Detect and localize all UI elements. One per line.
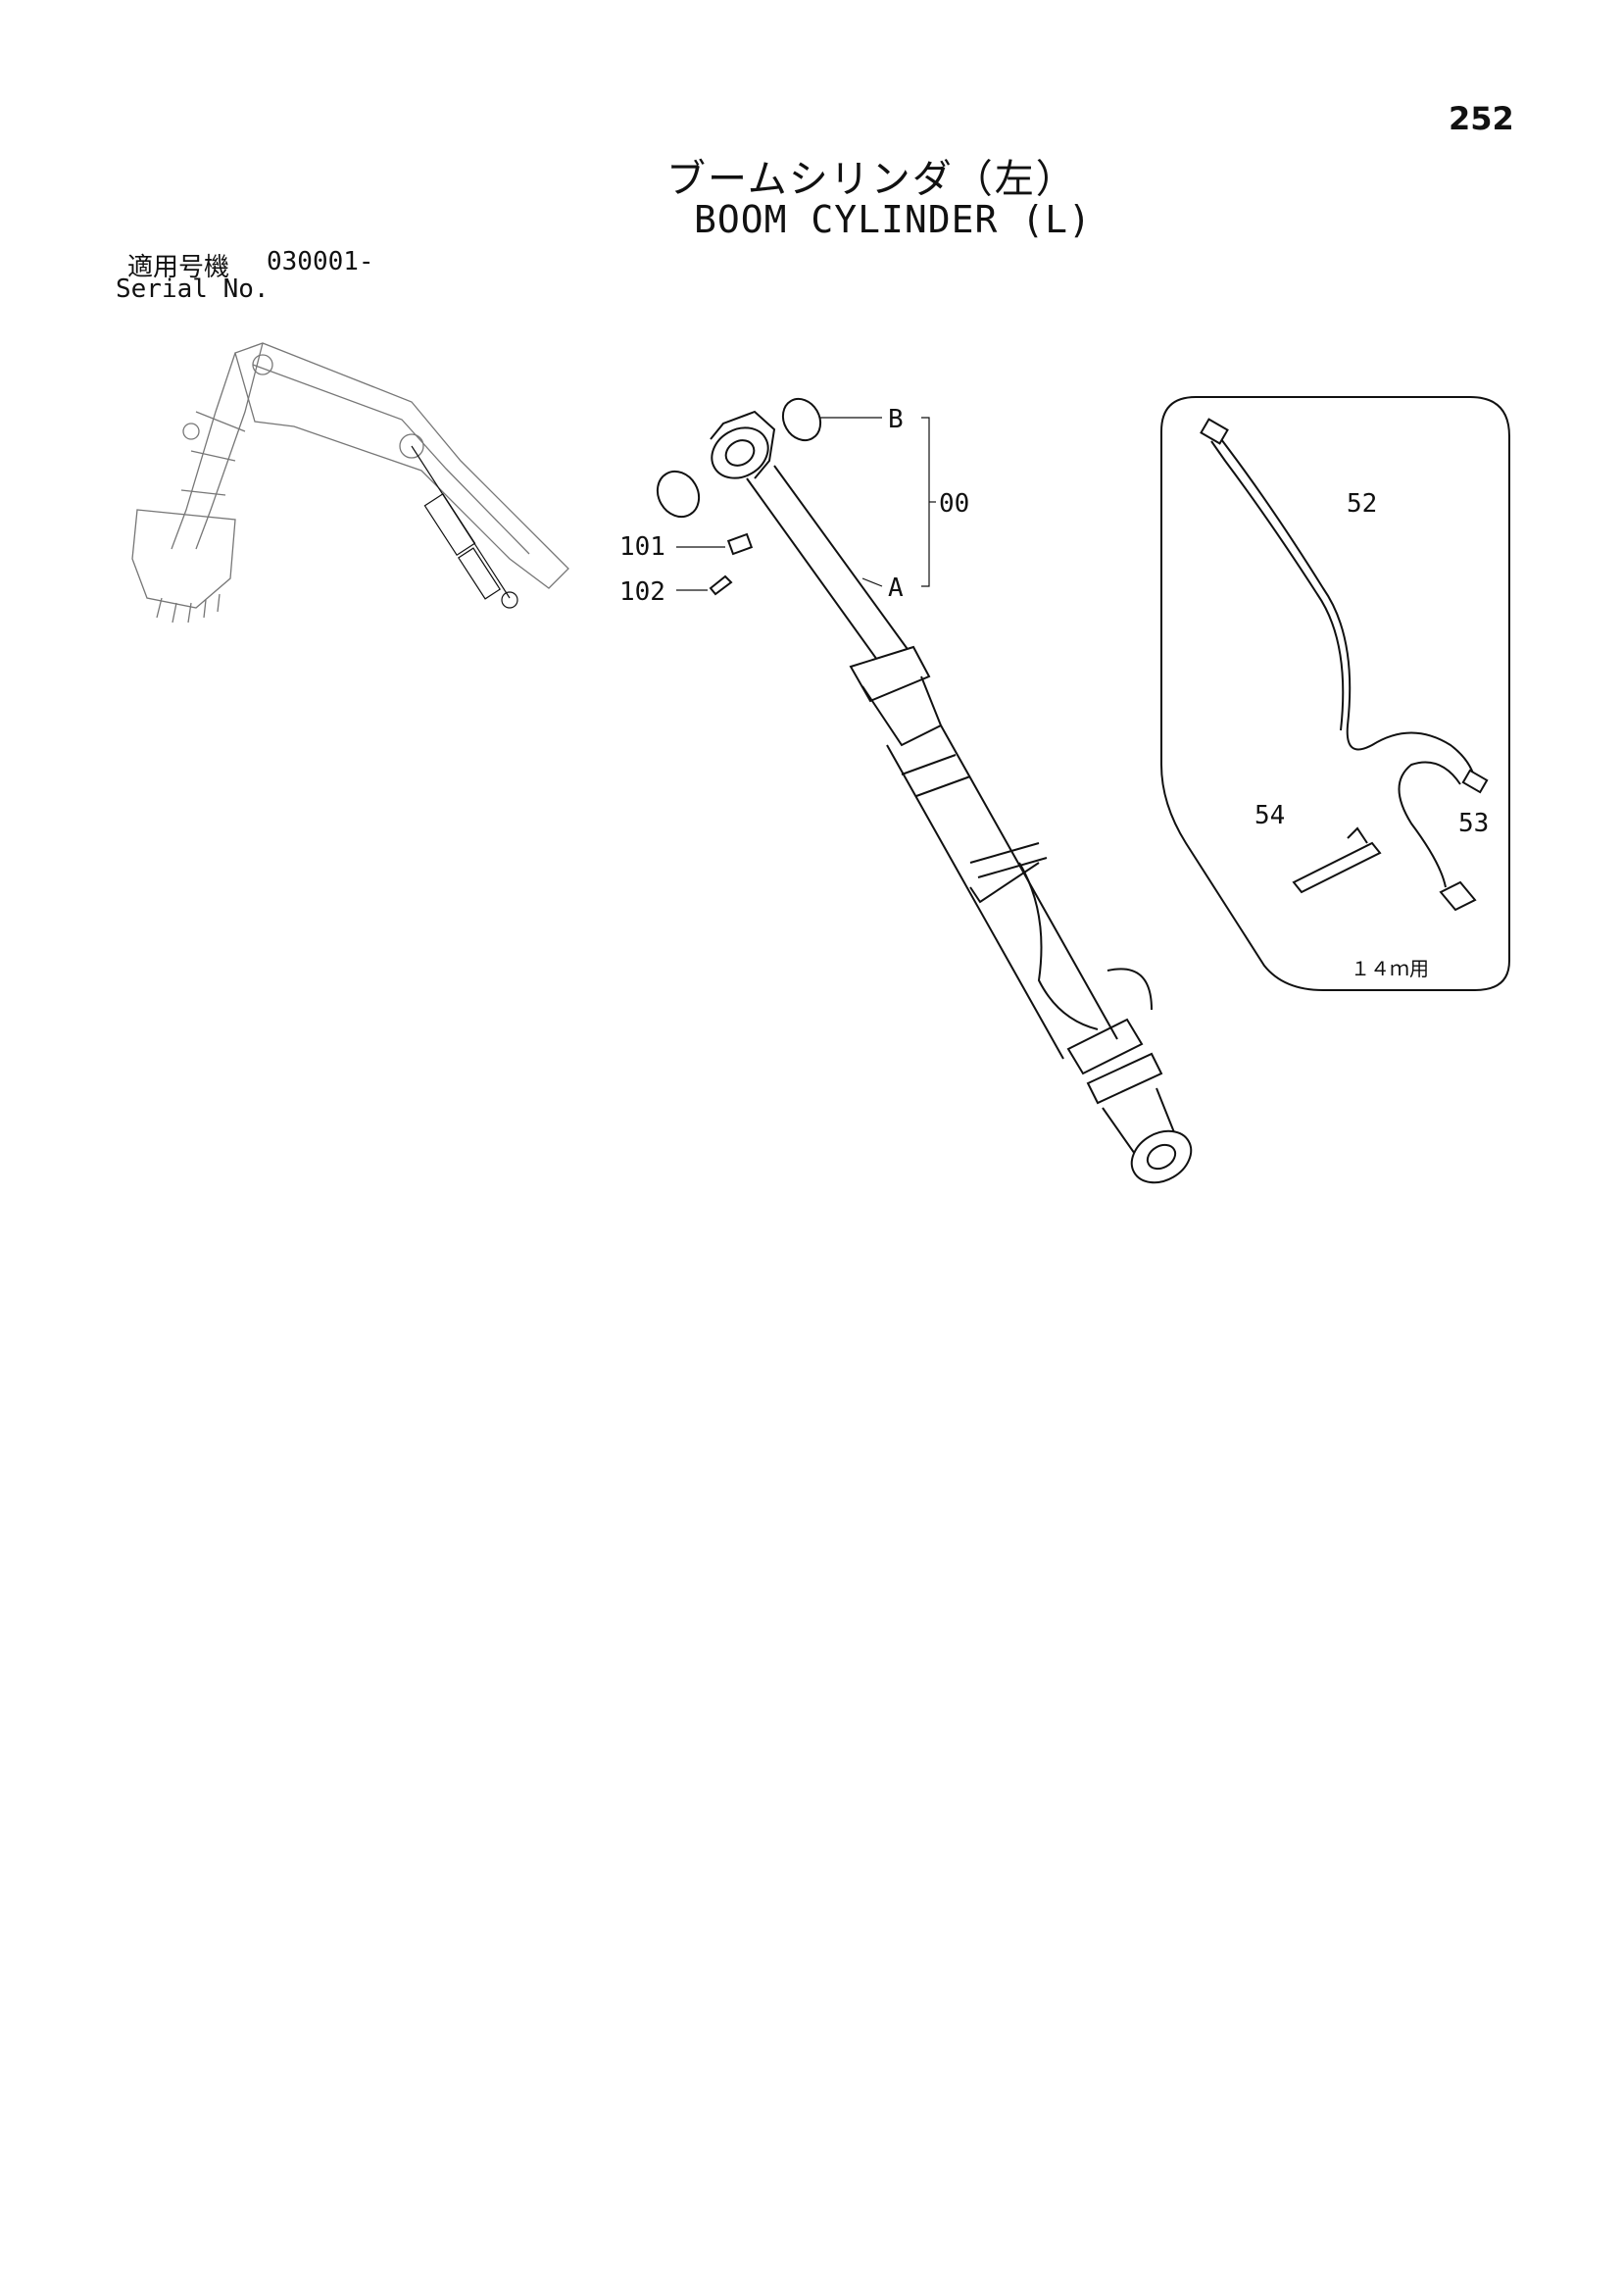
page-number: 252 [1449,100,1514,137]
callout-leaders [676,417,936,591]
serial-range: 030001- [267,247,374,276]
inset-note-14m: １４ｍ用 [1351,957,1429,980]
callout-assembly: 00 [939,489,969,519]
serial-label-en: Serial No. [116,275,270,304]
callout-101: 101 [619,532,665,562]
page-title-en: BOOM CYLINDER (L) [694,198,1092,241]
inset-14m-piping [1160,396,1510,991]
boom-cylinder-assembly [656,397,1193,1184]
callout-102: 102 [619,577,665,607]
callout-52: 52 [1347,489,1377,519]
callout-a: A [888,574,904,603]
callout-53: 53 [1458,809,1489,838]
callout-54: 54 [1254,801,1285,830]
callout-b: B [888,405,904,434]
page-title-jp: ブームシリンダ（左） [666,157,1077,202]
serial-label-jp: 適用号機 [127,253,230,282]
excavator-overview-illustration [131,342,569,624]
